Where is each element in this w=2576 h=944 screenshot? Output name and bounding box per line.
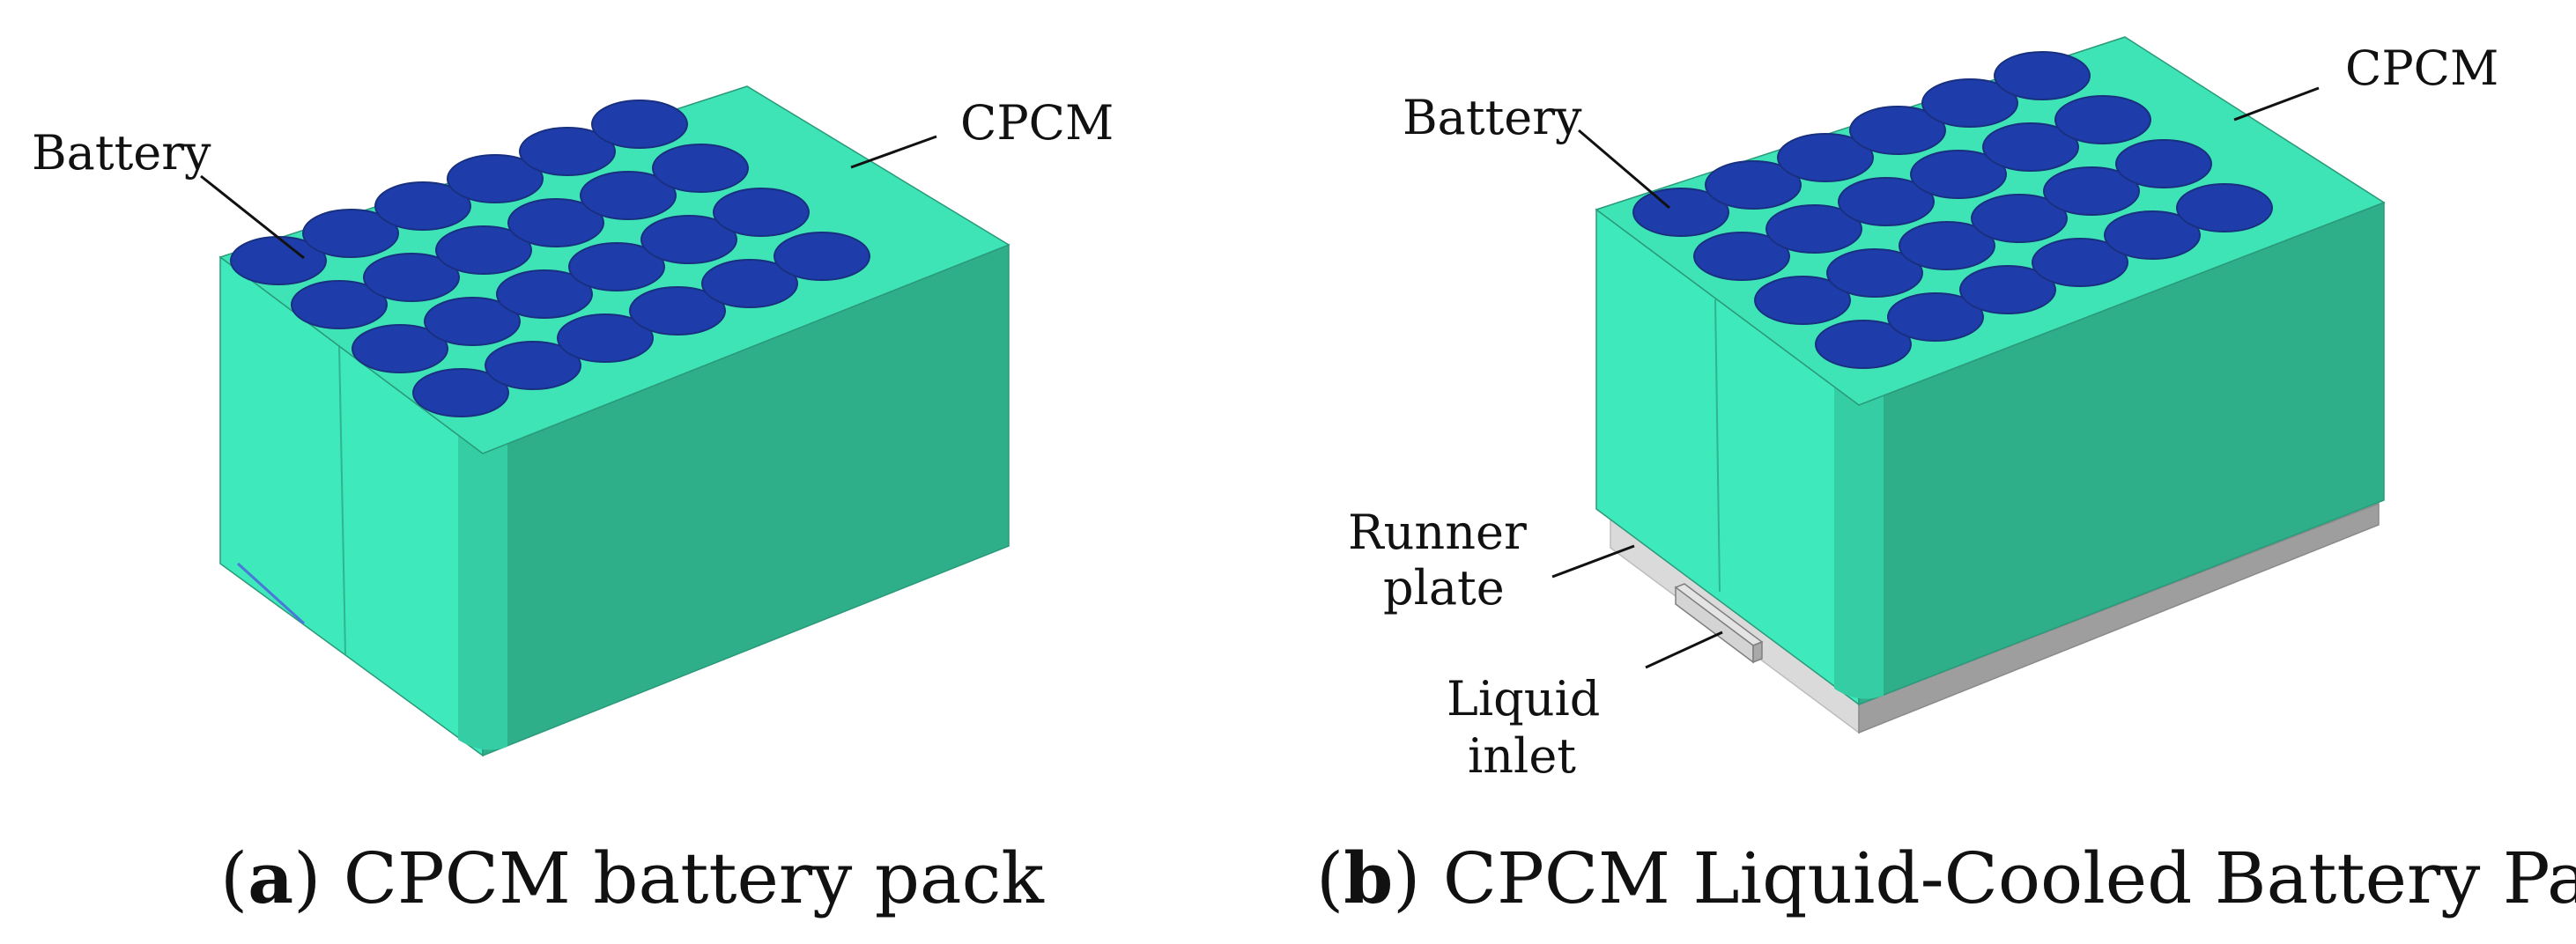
cpcm-corner-highlight [458, 436, 507, 750]
panel-b-battery-cell-r2-c4 [1910, 150, 2007, 199]
liquid-inlet-label-line1: Liquid [1447, 671, 1600, 726]
liquid-inlet [1674, 583, 1764, 664]
panel-a-battery-cell-r2-c3 [435, 225, 532, 275]
inlet-right-face [1752, 640, 1763, 664]
panel-b-battery-cell-r2-c6 [2054, 95, 2151, 144]
panel-b-battery-cell-r1-c2 [1705, 160, 1802, 210]
panel-a-battery-cell-r3-c2 [424, 297, 521, 346]
panel-a-battery-cell-r3-c5 [640, 215, 737, 264]
cpcm-label: CPCM [960, 95, 1114, 151]
panel-b-battery-cell-r1-c1 [1632, 188, 1729, 237]
caption-a: (a) CPCM battery pack [220, 837, 1045, 919]
panel-b-battery-cell-r4-c4 [2032, 238, 2128, 287]
runner-plate-label-line2: plate [1383, 560, 1505, 616]
runner-plate-leader-line [1551, 544, 1635, 579]
panel-b-battery-cell-r1-c3 [1777, 133, 1874, 182]
panel-a-battery-cell-r1-c2 [302, 209, 399, 258]
cpcm-leader-line [2233, 86, 2320, 122]
panel-a-battery-cell-r1-c4 [447, 154, 544, 203]
runner-plate-label-line1: Runner [1348, 505, 1527, 560]
liquid-inlet-leader-line [1645, 631, 1723, 669]
panel-b: Battery CPCM Runner plate Liquid inlet (… [1316, 36, 2576, 919]
panel-b-battery-cell-r2-c5 [1982, 122, 2079, 172]
panel-b-battery-cell-r3-c3 [1899, 221, 1995, 270]
runner-plate-right-face [1858, 502, 2380, 734]
panel-a-battery-cell-r1-c6 [591, 100, 688, 149]
panel-a-battery-cell-r3-c1 [352, 324, 448, 373]
panel-b-battery-cell-r4-c3 [1959, 265, 2056, 314]
panel-b-battery-cell-r3-c1 [1754, 276, 1851, 325]
liquid-inlet-label-line2: inlet [1468, 728, 1576, 784]
cpcm-leader-line [850, 135, 937, 169]
cpcm-seam-line [338, 344, 346, 655]
panel-b-battery-cell-r1-c4 [1849, 106, 1946, 155]
battery-label: Battery [32, 125, 211, 181]
panel-a: Battery CPCM (a) CPCM battery pack [32, 85, 1114, 919]
battery-leader-line [1578, 129, 1670, 210]
panel-a-battery-cell-r4-c4 [629, 286, 726, 336]
panel-a-battery-cell-r3-c3 [496, 269, 593, 319]
panel-a-battery-cell-r4-c6 [774, 232, 870, 281]
panel-b-battery-cell-r3-c6 [2115, 139, 2212, 188]
panel-b-battery-cell-r1-c5 [1921, 78, 2018, 128]
panel-a-battery-cell-r2-c4 [507, 198, 604, 247]
panel-a-battery-cell-r3-c4 [568, 242, 665, 291]
battery-label: Battery [1403, 90, 1582, 145]
panel-a-battery-cell-r4-c5 [701, 259, 798, 308]
panel-a-battery-array [230, 100, 870, 417]
panel-b-battery-cell-r4-c1 [1815, 320, 1912, 369]
panel-b-battery-cell-r2-c3 [1838, 177, 1935, 226]
panel-a-battery-cell-r2-c2 [363, 253, 460, 302]
panel-b-battery-cell-r3-c2 [1826, 248, 1923, 298]
panel-b-battery-cell-r3-c4 [1971, 194, 2068, 243]
panel-a-battery-cell-r4-c3 [557, 313, 654, 363]
cpcm-corner-highlight [1834, 387, 1884, 699]
panel-b-battery-cell-r4-c2 [1887, 292, 1984, 342]
panel-b-battery-cell-r2-c2 [1765, 204, 1862, 254]
panel-b-battery-cell-r1-c6 [1994, 51, 2091, 100]
panel-a-battery-cell-r2-c1 [291, 280, 388, 329]
panel-a-battery-cell-r2-c6 [652, 144, 749, 193]
panel-b-battery-array [1632, 51, 2273, 369]
caption-b: (b) CPCM Liquid-Cooled Battery Pack [1316, 837, 2576, 919]
caption-a-letter: a [248, 837, 293, 919]
cpcm-label: CPCM [2345, 41, 2498, 96]
battery-leader-line [200, 174, 305, 260]
panel-a-battery-cell-r2-c5 [580, 171, 677, 220]
panel-a-battery-cell-r1-c3 [374, 181, 471, 231]
panel-b-battery-cell-r2-c1 [1693, 232, 1790, 281]
panel-b-battery-cell-r3-c5 [2043, 166, 2140, 216]
cpcm-edge-detail [236, 562, 306, 625]
panel-a-battery-cell-r4-c1 [412, 368, 509, 417]
panel-a-battery-cell-r1-c5 [519, 127, 616, 176]
panel-b-battery-cell-r4-c5 [2104, 210, 2201, 260]
panel-a-battery-cell-r3-c6 [713, 188, 810, 237]
panel-b-battery-cell-r4-c6 [2176, 183, 2273, 232]
caption-b-letter: b [1344, 837, 1393, 919]
panel-a-battery-cell-r4-c2 [485, 341, 581, 390]
cpcm-seam-line [1714, 299, 1721, 593]
